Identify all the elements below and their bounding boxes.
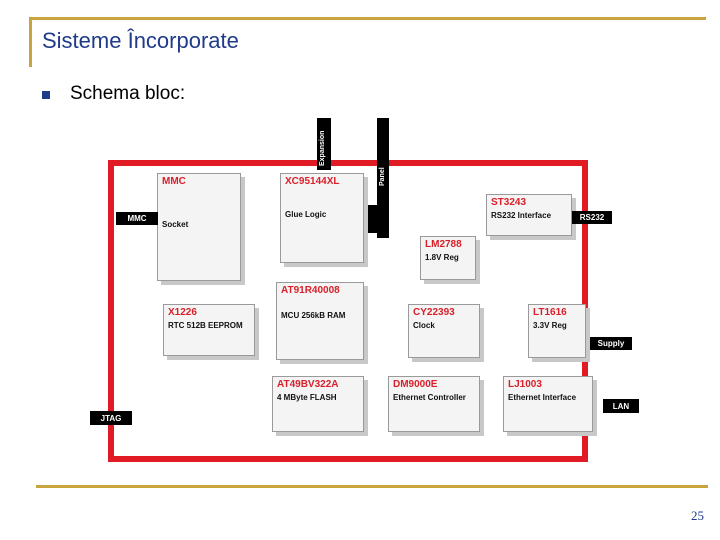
- chip-desc: 4 MByte FLASH: [277, 393, 337, 402]
- title-accent-vertical: [29, 17, 32, 67]
- chip-desc: 1.8V Reg: [425, 253, 459, 262]
- title-accent-horizontal: [29, 17, 706, 20]
- chip-st3243: ST3243 RS232 Interface: [486, 194, 572, 236]
- mmc-connector: MMC: [116, 212, 158, 225]
- chip-lt1616: LT1616 3.3V Reg: [528, 304, 586, 358]
- chip-xc95144xl: XC95144XL Glue Logic: [280, 173, 364, 263]
- chip-name: LM2788: [425, 239, 462, 250]
- chip-name: DM9000E: [393, 379, 438, 390]
- panel-connector-bend: [365, 205, 389, 233]
- chip-name: MMC: [162, 176, 186, 187]
- page-number: 25: [691, 508, 704, 523]
- chip-name: AT91R40008: [281, 285, 340, 296]
- chip-lj1003: LJ1003 Ethernet Interface: [503, 376, 593, 432]
- supply-connector: Supply: [590, 337, 632, 350]
- rs232-connector: RS232: [572, 211, 612, 224]
- chip-desc: 3.3V Reg: [533, 321, 567, 330]
- chip-lm2788: LM2788 1.8V Reg: [420, 236, 476, 280]
- chip-desc: Ethernet Interface: [508, 393, 577, 402]
- chip-name: AT49BV322A: [277, 379, 339, 390]
- expansion-connector: Expansion: [317, 118, 331, 170]
- chip-desc: Glue Logic: [285, 210, 327, 219]
- expansion-label: Expansion: [319, 130, 326, 166]
- chip-name: LT1616: [533, 307, 567, 318]
- chip-desc: MCU 256kB RAM: [281, 311, 346, 320]
- chip-cy22393: CY22393 Clock: [408, 304, 480, 358]
- chip-dm9000e: DM9000E Ethernet Controller: [388, 376, 480, 432]
- panel-label: Panel: [379, 167, 386, 186]
- chip-name: XC95144XL: [285, 176, 340, 187]
- jtag-connector: JTAG: [90, 411, 132, 425]
- chip-desc: Clock: [413, 321, 435, 330]
- bullet-text: Schema bloc:: [70, 83, 186, 104]
- chip-desc: Ethernet Controller: [393, 393, 466, 402]
- chip-desc: RTC 512B EEPROM: [168, 321, 243, 330]
- chip-at91r40008: AT91R40008 MCU 256kB RAM: [276, 282, 364, 360]
- chip-name: CY22393: [413, 307, 455, 318]
- chip-desc: RS232 Interface: [491, 211, 552, 220]
- chip-name: ST3243: [491, 197, 527, 208]
- lan-connector: LAN: [603, 399, 639, 413]
- footer-accent-line: [36, 485, 708, 488]
- chip-name: X1226: [168, 307, 197, 318]
- chip-at49bv322a: AT49BV322A 4 MByte FLASH: [272, 376, 364, 432]
- chip-name: LJ1003: [508, 379, 542, 390]
- slide-title: Sisteme Încorporate: [42, 28, 239, 53]
- chip-desc: Socket: [162, 220, 189, 229]
- bullet-square-icon: [42, 91, 50, 99]
- chip-x1226: X1226 RTC 512B EEPROM: [163, 304, 255, 356]
- chip-mmc: MMC Socket: [157, 173, 241, 281]
